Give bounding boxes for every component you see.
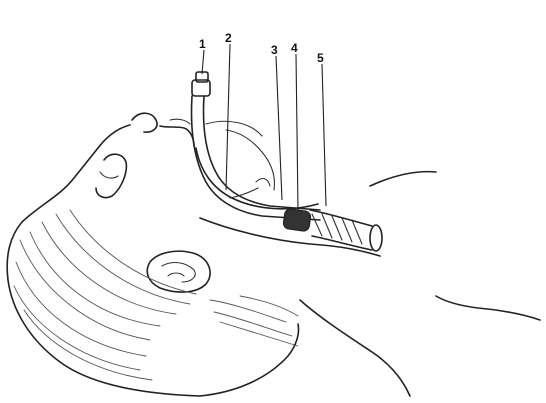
callout-1: 1	[199, 37, 206, 51]
head-outline	[7, 113, 210, 396]
neck-and-shoulder	[196, 148, 540, 396]
callout-3: 3	[271, 43, 278, 57]
tube-cuff	[283, 208, 312, 231]
callout-5: 5	[317, 51, 324, 65]
callout-4: 4	[291, 41, 298, 55]
hair	[14, 210, 299, 396]
leader-lines	[202, 44, 326, 210]
callout-2: 2	[225, 31, 232, 45]
airway-tube	[192, 72, 382, 251]
